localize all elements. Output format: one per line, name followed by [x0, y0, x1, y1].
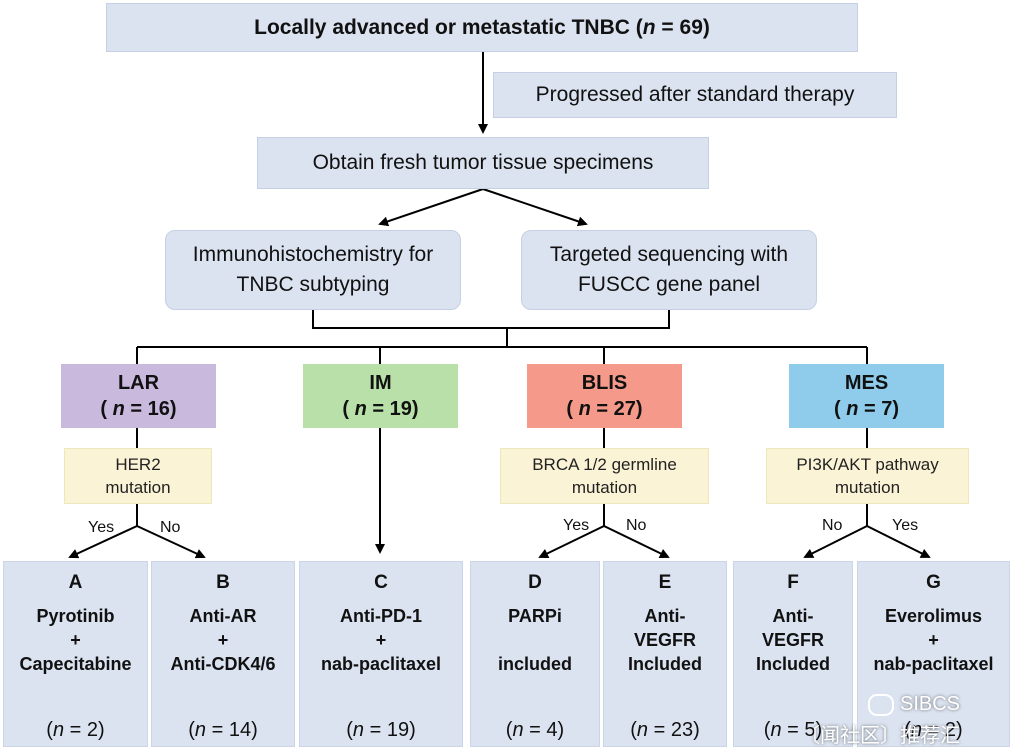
watermark-sub: 〔闻社区〕推荐汇: [800, 725, 960, 747]
arm-e-letter: E: [658, 572, 672, 593]
population-label: Locally advanced or metastatic TNBC (n =…: [254, 15, 710, 39]
subtype-im: IM ( n = 19): [303, 364, 458, 428]
wechat-icon: [868, 693, 894, 716]
mes-no-label: No: [822, 517, 843, 534]
condition-her2: HER2 mutation: [64, 448, 212, 504]
condition-brca-line1: BRCA 1/2 germline: [532, 455, 677, 474]
subtype-blis: BLIS ( n = 27): [527, 364, 682, 428]
watermark: SIBCS 〔闻社区〕推荐汇: [800, 693, 1010, 747]
arm-c-treatment: Anti-PD-1+nab-paclitaxel: [320, 606, 442, 674]
arm-b: B Anti-AR+Anti-CDK4/6 (n = 14): [151, 561, 295, 747]
condition-pi3k-line1: PI3K/AKT pathway: [796, 455, 939, 474]
condition-brca: BRCA 1/2 germline mutation: [500, 448, 709, 504]
arm-g-n: (n = 2): [904, 719, 963, 741]
condition-her2-line1: HER2: [115, 455, 161, 474]
arm-c: C Anti-PD-1+nab-paclitaxel (n = 19): [299, 561, 463, 747]
arm-c-n: (n = 19): [346, 719, 416, 741]
lar-yes-label: Yes: [88, 519, 115, 536]
arm-b-n: (n = 14): [188, 719, 258, 741]
subtype-blis-n: ( n = 27): [566, 398, 643, 420]
obtain-specimens-label: Obtain fresh tumor tissue specimens: [312, 151, 654, 174]
arm-a-letter: A: [68, 572, 83, 593]
subtype-lar: LAR ( n = 16): [61, 364, 216, 428]
ihc-box: Immunohistochemistry for TNBC subtyping: [165, 230, 461, 310]
progressed-box: Progressed after standard therapy: [493, 72, 897, 118]
arm-d-letter: D: [528, 572, 542, 593]
condition-her2-line2: mutation: [105, 478, 171, 497]
subtype-im-name: IM: [369, 372, 392, 394]
sequencing-box: Targeted sequencing with FUSCC gene pane…: [521, 230, 817, 310]
arm-e-n: (n = 23): [630, 719, 700, 741]
mes-yes-label: Yes: [892, 517, 919, 534]
subtype-mes-name: MES: [844, 372, 889, 394]
lar-no-label: No: [160, 519, 181, 536]
arm-d-n: (n = 4): [505, 719, 565, 741]
arm-b-letter: B: [216, 572, 230, 593]
progressed-label: Progressed after standard therapy: [535, 83, 855, 106]
arm-c-letter: C: [374, 572, 388, 593]
arm-f-n: (n = 5): [763, 719, 823, 741]
condition-brca-line2: mutation: [571, 478, 638, 497]
subtype-blis-name: BLIS: [581, 372, 628, 394]
subtype-mes: MES ( n = 7): [789, 364, 944, 428]
arm-a-n: (n = 2): [46, 719, 105, 741]
seq-line2: FUSCC gene panel: [577, 273, 761, 296]
subtype-lar-name: LAR: [117, 372, 160, 394]
arm-g-treatment: Everolimus+nab-paclitaxel: [873, 606, 994, 674]
condition-pi3k-line2: mutation: [834, 478, 901, 497]
arm-f-letter: F: [787, 572, 799, 593]
ihc-line1: Immunohistochemistry for: [192, 243, 434, 266]
arm-a-treatment: Pyrotinib+Capecitabine: [19, 606, 132, 674]
arm-g: G Everolimus+nab-paclitaxel (n = 2): [857, 561, 1010, 747]
arm-b-treatment: Anti-AR+Anti-CDK4/6: [170, 606, 276, 674]
arm-a: A Pyrotinib+Capecitabine (n = 2): [3, 561, 148, 747]
subtype-mes-n: ( n = 7): [833, 398, 900, 420]
ihc-line2: TNBC subtyping: [236, 273, 390, 296]
arm-g-letter: G: [926, 572, 941, 593]
condition-pi3k: PI3K/AKT pathway mutation: [766, 448, 969, 504]
watermark-brand: SIBCS: [868, 693, 960, 716]
obtain-specimens-box: Obtain fresh tumor tissue specimens: [257, 137, 709, 189]
blis-no-label: No: [626, 517, 647, 534]
subtype-im-n: ( n = 19): [342, 398, 419, 420]
blis-yes-label: Yes: [563, 517, 590, 534]
seq-line1: Targeted sequencing with: [549, 243, 789, 266]
subtype-lar-n: ( n = 16): [100, 398, 177, 420]
population-box: Locally advanced or metastatic TNBC (n =…: [106, 3, 858, 52]
